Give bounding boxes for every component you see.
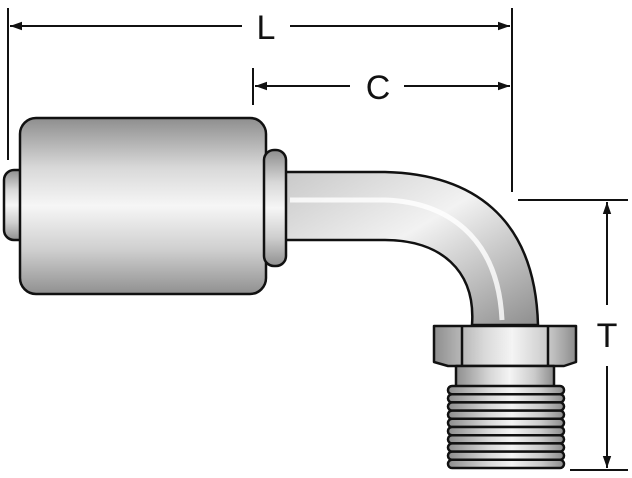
dimension-c bbox=[252, 68, 510, 105]
collar-ring bbox=[262, 148, 288, 268]
elbow-tube bbox=[278, 170, 540, 327]
hex-nut bbox=[432, 324, 578, 368]
thread-crest bbox=[446, 458, 566, 470]
thread-shank-neck bbox=[454, 364, 556, 390]
socket-body bbox=[18, 116, 268, 296]
fitting bbox=[2, 116, 578, 470]
dimension-label-t: T bbox=[597, 317, 618, 355]
dimension-l bbox=[7, 8, 513, 192]
male-thread bbox=[446, 384, 566, 470]
elbow-highlight bbox=[290, 197, 505, 321]
hex-nut-body bbox=[432, 324, 578, 368]
dimension-t bbox=[518, 199, 628, 471]
dimension-label-l: L bbox=[257, 9, 276, 47]
dimension-label-c: C bbox=[366, 69, 391, 107]
